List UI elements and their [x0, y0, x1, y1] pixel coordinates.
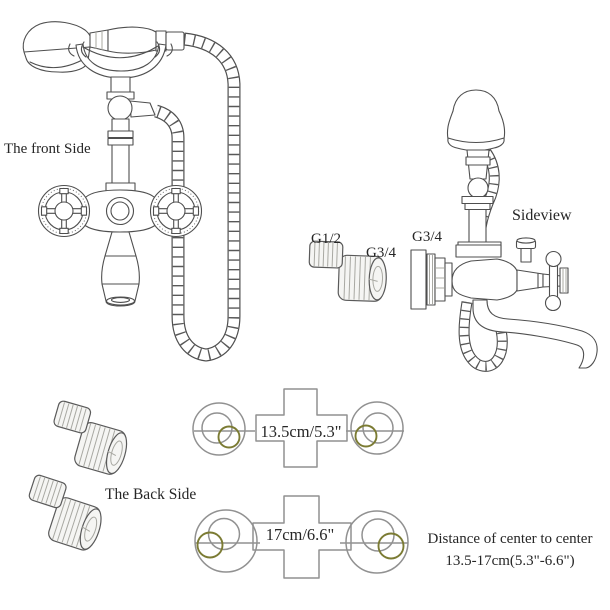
max-distance-label: 17cm/6.6" — [266, 525, 335, 544]
side-hose-lower — [458, 301, 508, 372]
g34-wall-label: G3/4 — [412, 229, 443, 245]
eccentric-circle-right-max — [377, 532, 405, 560]
ball-joint — [107, 95, 133, 121]
back-side-label: The Back Side — [105, 486, 196, 503]
front-view — [22, 21, 241, 362]
sideview-label: Sideview — [512, 207, 572, 224]
g12-label: G1/2 — [311, 231, 341, 247]
eccentric-circle-left — [217, 425, 241, 449]
handset-body — [107, 26, 157, 54]
adapter-back-1 — [43, 399, 136, 478]
side-cross-handle — [542, 250, 569, 312]
diverter-knob — [515, 237, 537, 263]
inlet-circle-right — [350, 401, 404, 455]
hose-elbow — [129, 100, 156, 118]
distance-note-line1: Distance of center to center — [428, 531, 593, 547]
right-cross-handle — [149, 184, 203, 238]
side-view — [410, 89, 598, 372]
inlet-circle-right-max — [345, 510, 409, 574]
eccentric-circle-right — [354, 424, 378, 448]
bell-handset — [446, 89, 506, 152]
hose-fitting — [165, 31, 185, 51]
left-cross-handle — [37, 184, 91, 238]
handset-neck — [89, 29, 109, 52]
inlet-circle-left-max — [194, 509, 258, 573]
riser-column — [105, 76, 156, 193]
inlet-circle-left — [192, 402, 246, 456]
handheld-shower — [22, 21, 185, 73]
handset-cradle — [68, 41, 173, 79]
back-view-max-spacing — [194, 495, 409, 579]
g34-adapter-label: G3/4 — [366, 245, 397, 261]
distance-note-line2: 13.5-17cm(5.3"-6.6") — [445, 553, 574, 569]
wall-mount — [410, 249, 453, 310]
front-side-label: The front Side — [4, 141, 91, 157]
adapter-back-2 — [17, 473, 111, 554]
min-distance-label: 13.5cm/5.3" — [261, 422, 342, 441]
valve-body — [61, 189, 179, 233]
tub-spout-side — [472, 299, 598, 369]
side-valve-body — [451, 244, 544, 301]
shower-hose — [153, 32, 241, 362]
eccentric-circle-left-max — [196, 531, 224, 559]
holder-ball-joint — [467, 177, 489, 199]
back-view-min-spacing — [192, 388, 404, 468]
tub-spout-front — [101, 231, 140, 307]
